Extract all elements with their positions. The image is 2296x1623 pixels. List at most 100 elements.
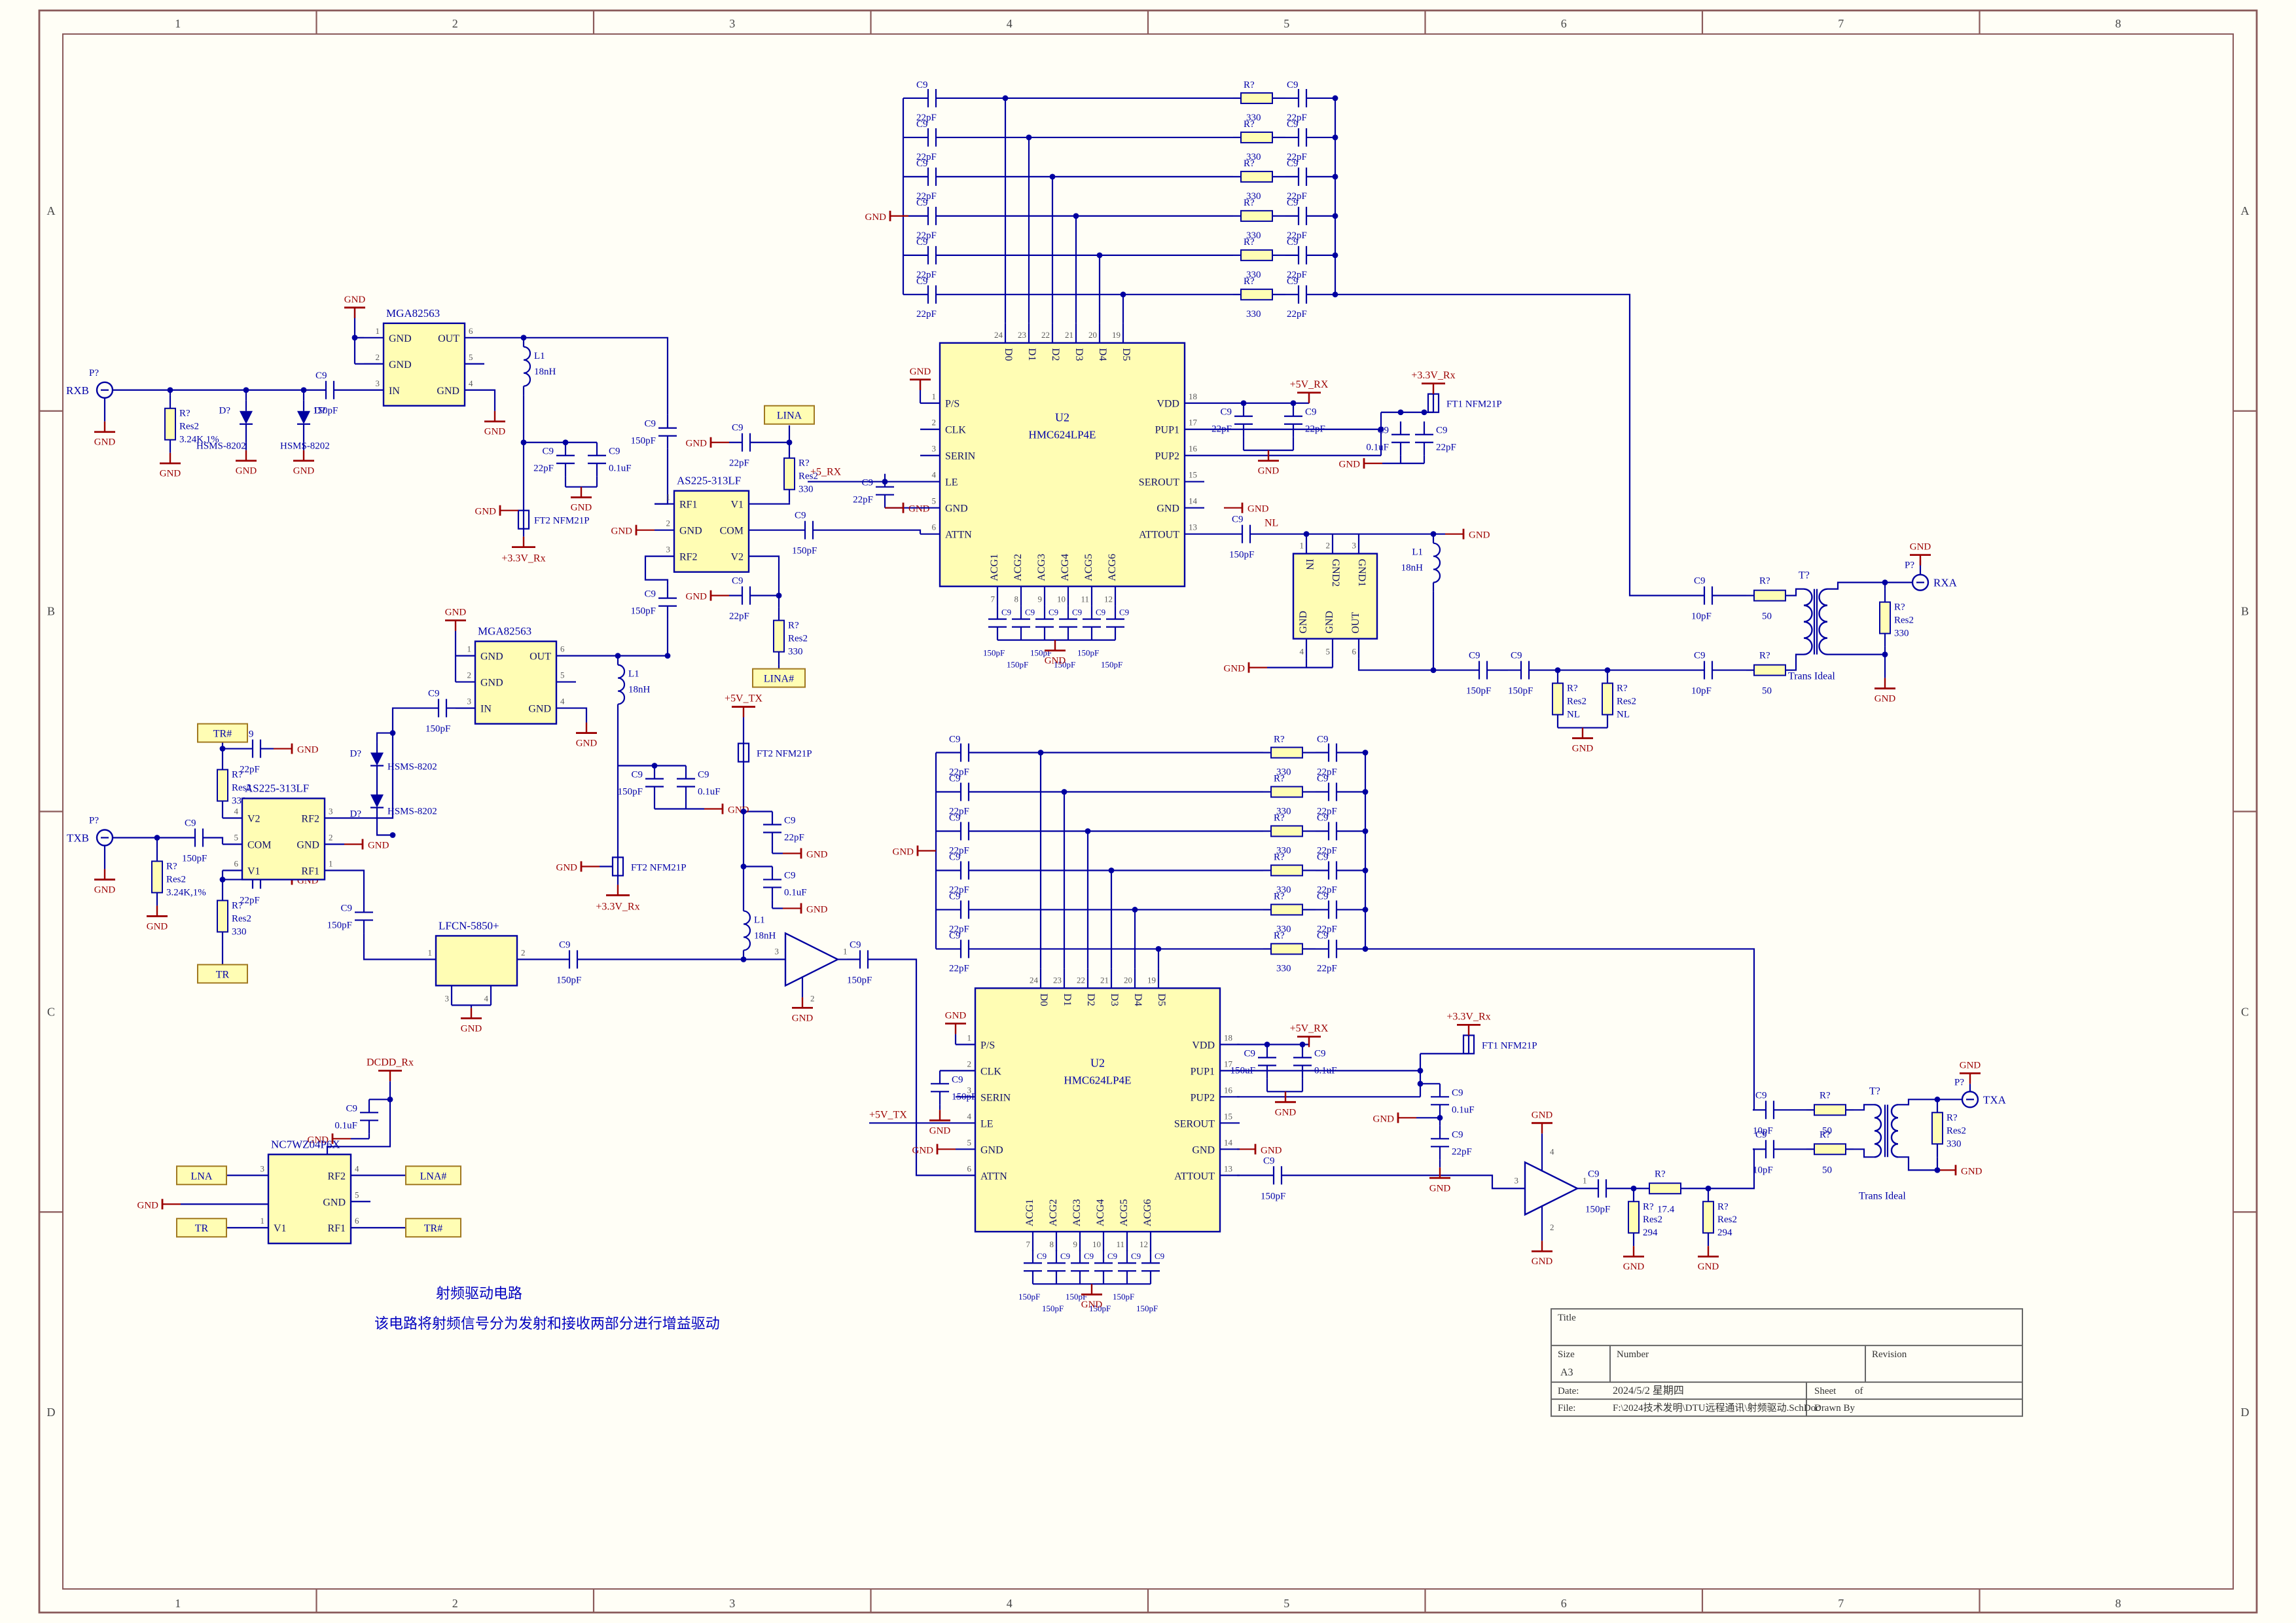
net-label[interactable]: NL xyxy=(1265,518,1278,529)
resistor[interactable]: R?50 xyxy=(1746,651,1793,697)
gnd-flag[interactable]: GND xyxy=(783,903,828,915)
resistor[interactable]: R?50 xyxy=(1746,576,1793,622)
gnd-flag[interactable]: GND xyxy=(912,1144,956,1156)
capacitor[interactable]: C90.1uF xyxy=(588,442,632,477)
gnd-flag[interactable]: GND xyxy=(1224,502,1269,515)
gnd-symbol[interactable]: GND xyxy=(1275,1091,1297,1118)
port-LNA[interactable]: LNA xyxy=(176,1165,227,1186)
power-symbol[interactable]: +5V_RX xyxy=(1290,379,1329,403)
diode[interactable]: D?HSMS-8202 xyxy=(280,400,330,452)
ferrite-bead[interactable]: FT2 NFM21P xyxy=(737,742,812,763)
gnd-symbol[interactable]: GND xyxy=(1258,450,1280,477)
transformer[interactable]: T?Trans Ideal xyxy=(1788,570,1835,682)
capacitor[interactable]: C90.1uF xyxy=(677,765,721,800)
port-LINA[interactable]: LINA xyxy=(764,405,815,425)
acg-caps[interactable]: C9150pFC9150pFC9150pFC9150pFC9150pFC9150… xyxy=(983,606,1129,670)
gnd-symbol[interactable]: GND xyxy=(484,410,506,437)
resistor[interactable]: R?50 xyxy=(1806,1129,1854,1175)
gnd-symbol[interactable]: GND xyxy=(1572,727,1594,754)
gnd-symbol[interactable]: GND xyxy=(910,367,931,390)
gnd-flag[interactable]: GND xyxy=(686,437,729,449)
power-symbol[interactable]: +3.3V_Rx xyxy=(1446,1011,1491,1036)
gnd-symbol[interactable]: GND xyxy=(1874,678,1896,704)
gnd-symbol[interactable]: GND xyxy=(461,1008,482,1034)
gnd-flag[interactable]: GND xyxy=(1237,1144,1282,1156)
power-symbol[interactable]: +3.3V_Rx xyxy=(596,884,640,912)
gnd-symbol[interactable]: GND xyxy=(945,1010,967,1034)
ic-HMC624LP4E[interactable]: U2HMC624LP4E1P/S2CLK3SERIN4LE5GND6ATTN18… xyxy=(956,968,1240,1252)
connector-TXA[interactable]: P?TXA xyxy=(1954,1077,2007,1108)
gnd-symbol[interactable]: GND xyxy=(1960,1060,1981,1084)
gnd-symbol[interactable]: GND xyxy=(1081,1284,1103,1310)
gnd-symbol[interactable]: GND xyxy=(792,997,814,1023)
port-TR#[interactable]: TR# xyxy=(405,1218,461,1238)
gnd-symbol[interactable]: GND xyxy=(576,722,598,749)
gnd-flag[interactable]: GND xyxy=(611,524,655,537)
gnd-flag[interactable]: GND xyxy=(865,210,908,223)
cap-res-bank[interactable]: C922pFR?330C922pFC922pFR?330C922pFC922pF… xyxy=(935,735,1369,974)
port-TR[interactable]: TR xyxy=(176,1218,227,1238)
gnd-flag[interactable]: GND xyxy=(686,590,729,602)
diode[interactable]: D?HSMS-8202 xyxy=(350,784,437,826)
power-symbol[interactable]: +5V_TX xyxy=(725,693,762,718)
port-LINA#[interactable]: LINA# xyxy=(752,668,806,688)
gnd-symbol[interactable]: GND xyxy=(1532,1241,1553,1267)
port-TR#[interactable]: TR# xyxy=(197,723,248,743)
capacitor[interactable]: C90.1uF xyxy=(1293,1044,1337,1079)
connector-RXA[interactable]: P?RXA xyxy=(1905,560,1958,591)
gnd-symbol[interactable]: GND xyxy=(147,905,168,932)
ferrite-bead[interactable]: FT2 NFM21P xyxy=(611,856,687,877)
diode[interactable]: D?HSMS-8202 xyxy=(196,400,253,452)
cap-res-bank[interactable]: C922pFR?330C922pFC922pFR?330C922pFC922pF… xyxy=(902,80,1338,323)
gnd-symbol[interactable]: GND xyxy=(94,869,116,895)
power-symbol[interactable]: +3.3V_Rx xyxy=(501,536,546,564)
power-symbol[interactable]: +3.3V_Rx xyxy=(1411,370,1456,394)
gnd-flag[interactable]: GND xyxy=(344,839,389,850)
gnd-symbol[interactable]: GND xyxy=(1045,640,1066,666)
gnd-flag[interactable]: GND xyxy=(885,502,930,515)
gnd-symbol[interactable]: GND xyxy=(160,452,181,479)
gnd-flag[interactable]: GND xyxy=(1373,1112,1416,1124)
gnd-flag[interactable]: GND xyxy=(475,505,518,517)
port-LNA#[interactable]: LNA# xyxy=(405,1165,461,1186)
gnd-symbol[interactable]: GND xyxy=(344,295,366,318)
